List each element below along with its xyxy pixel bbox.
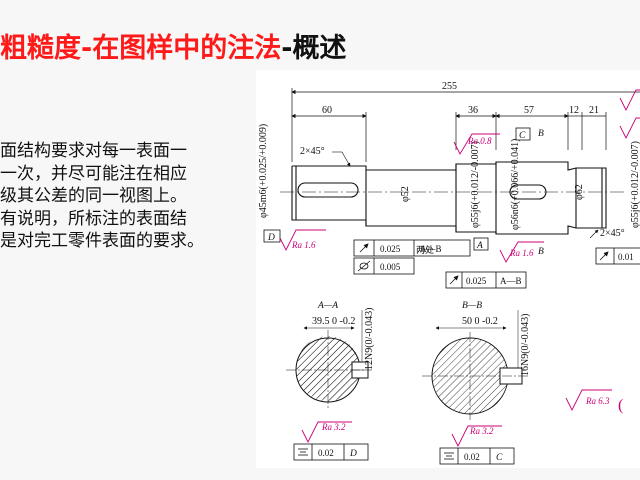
shaft-outline	[291, 161, 607, 235]
title-dash: -	[281, 33, 293, 64]
runout-1-ref: A—B	[420, 244, 442, 254]
svg-text:Ra 6.3: Ra 6.3	[585, 396, 610, 406]
tolerance-runout-2	[445, 271, 527, 289]
chamfer-left-label: 2×45°	[300, 146, 325, 157]
body-line: 一次，并尽可能注在相应	[0, 163, 187, 184]
tolerance-sym-left	[293, 443, 369, 461]
runout-2-ref: A—B	[500, 276, 522, 286]
dim-36: 36	[468, 105, 478, 116]
dim-57: 57	[524, 105, 534, 116]
section-bb-circle	[422, 332, 528, 420]
datum-a: A	[473, 237, 489, 251]
datum-b: B B	[538, 129, 544, 257]
tolerance-sym-right	[439, 447, 515, 465]
svg-text:B: B	[538, 247, 544, 257]
slide-title: 粗糙度-在图样中的注法-概述	[0, 26, 346, 66]
runout-2-value: 0.025	[466, 276, 487, 286]
roughness-ra32-left: Ra 3.2	[301, 421, 352, 444]
dia-55j6-mid-label: φ55j6(+0.012/-0.007)	[470, 141, 481, 228]
datum-c: C	[515, 127, 531, 141]
svg-text:Ra 1.6: Ra 1.6	[509, 248, 534, 258]
title-part-overview: 概述	[292, 33, 347, 64]
dia-45m6-label: φ45m6(+0.025/+0.009)	[258, 124, 269, 218]
body-paragraph: 面结构要求对每一表面一 一次，并尽可能注在相应 级其公差的同一视图上。 有说明，…	[0, 140, 258, 253]
sym-right-ref: C	[496, 453, 503, 463]
body-line: 面结构要求对每一表面一	[0, 141, 187, 161]
roughness-ra32-right: Ra 3.2	[451, 425, 502, 448]
title-part-notation: 在图样中的注法	[92, 33, 282, 64]
cylindricity-value: 0.005	[380, 262, 401, 272]
roughness-ra08: Ra 0.8	[453, 133, 500, 155]
dia-62-label: φ62	[574, 184, 585, 200]
roughness-ra16-mid: Ra 1.6	[499, 241, 544, 263]
roughness-ra16-left: Ra 1.6	[279, 229, 326, 252]
svg-text:Ra 1.6: Ra 1.6	[291, 240, 316, 250]
dia-52-label: φ52	[400, 186, 411, 202]
body-line: 有说明，所标注的表面结	[0, 208, 187, 229]
two-places-label: 两处	[416, 244, 434, 256]
dim-21: 21	[589, 105, 599, 116]
top-dimensions	[291, 88, 640, 162]
body-line: 是对完工零件表面的要求。	[0, 231, 204, 251]
dia-56n6-label: φ56n6(+0.066/+0.041)	[510, 139, 521, 231]
sym-right-value: 0.02	[464, 452, 480, 462]
dim-12: 12	[569, 105, 579, 116]
section-aa-label: A—A	[317, 301, 338, 311]
sym-left-ref: D	[349, 449, 357, 459]
svg-text:Ra 3.2: Ra 3.2	[469, 426, 494, 436]
dia-55j6-right-label: φ55j6(+0.012/-0.007)	[630, 141, 640, 228]
dim-60: 60	[322, 105, 332, 116]
svg-text:D: D	[267, 233, 275, 243]
engineering-drawing: 255 60 36 57 12 21 2×45° 2	[256, 70, 640, 468]
shaft-drawing-svg: 255 60 36 57 12 21 2×45° 2	[258, 81, 640, 465]
svg-text:B: B	[538, 129, 544, 139]
svg-text:Ra 0.8: Ra 0.8	[467, 136, 492, 146]
datum-d: D	[263, 229, 281, 243]
section-aa-dim: 39.5 0 -0.2	[312, 316, 355, 327]
tolerance-runout-1	[353, 239, 471, 257]
tolerance-right-partial	[595, 247, 640, 265]
section-bb-key: 16N9(0/-0.043)	[520, 314, 531, 377]
title-dash: -	[81, 33, 93, 64]
section-bb-dim: 50 0 -0.2	[462, 316, 498, 327]
svg-text:A: A	[476, 241, 483, 251]
roughness-ra63: Ra 6.3 (	[565, 389, 623, 414]
body-line: 级其公差的同一视图上。	[0, 186, 187, 206]
section-aa-key: 12N9(0/-0.043)	[364, 308, 375, 371]
svg-text:C: C	[519, 131, 526, 141]
title-part-roughness: 粗糙度	[0, 33, 81, 64]
svg-text:(: (	[618, 397, 623, 414]
right-partial-value: 0.01	[618, 252, 634, 262]
dim-total-length: 255	[442, 81, 457, 92]
chamfer-right-label: 2×45°	[600, 228, 625, 239]
svg-text:Ra 3.2: Ra 3.2	[321, 422, 346, 432]
section-bb-label: B—B	[462, 301, 482, 311]
sym-left-value: 0.02	[318, 448, 334, 458]
runout-1-value: 0.025	[380, 244, 401, 254]
tolerance-cylindricity	[353, 257, 415, 275]
section-aa-circle	[286, 330, 372, 410]
